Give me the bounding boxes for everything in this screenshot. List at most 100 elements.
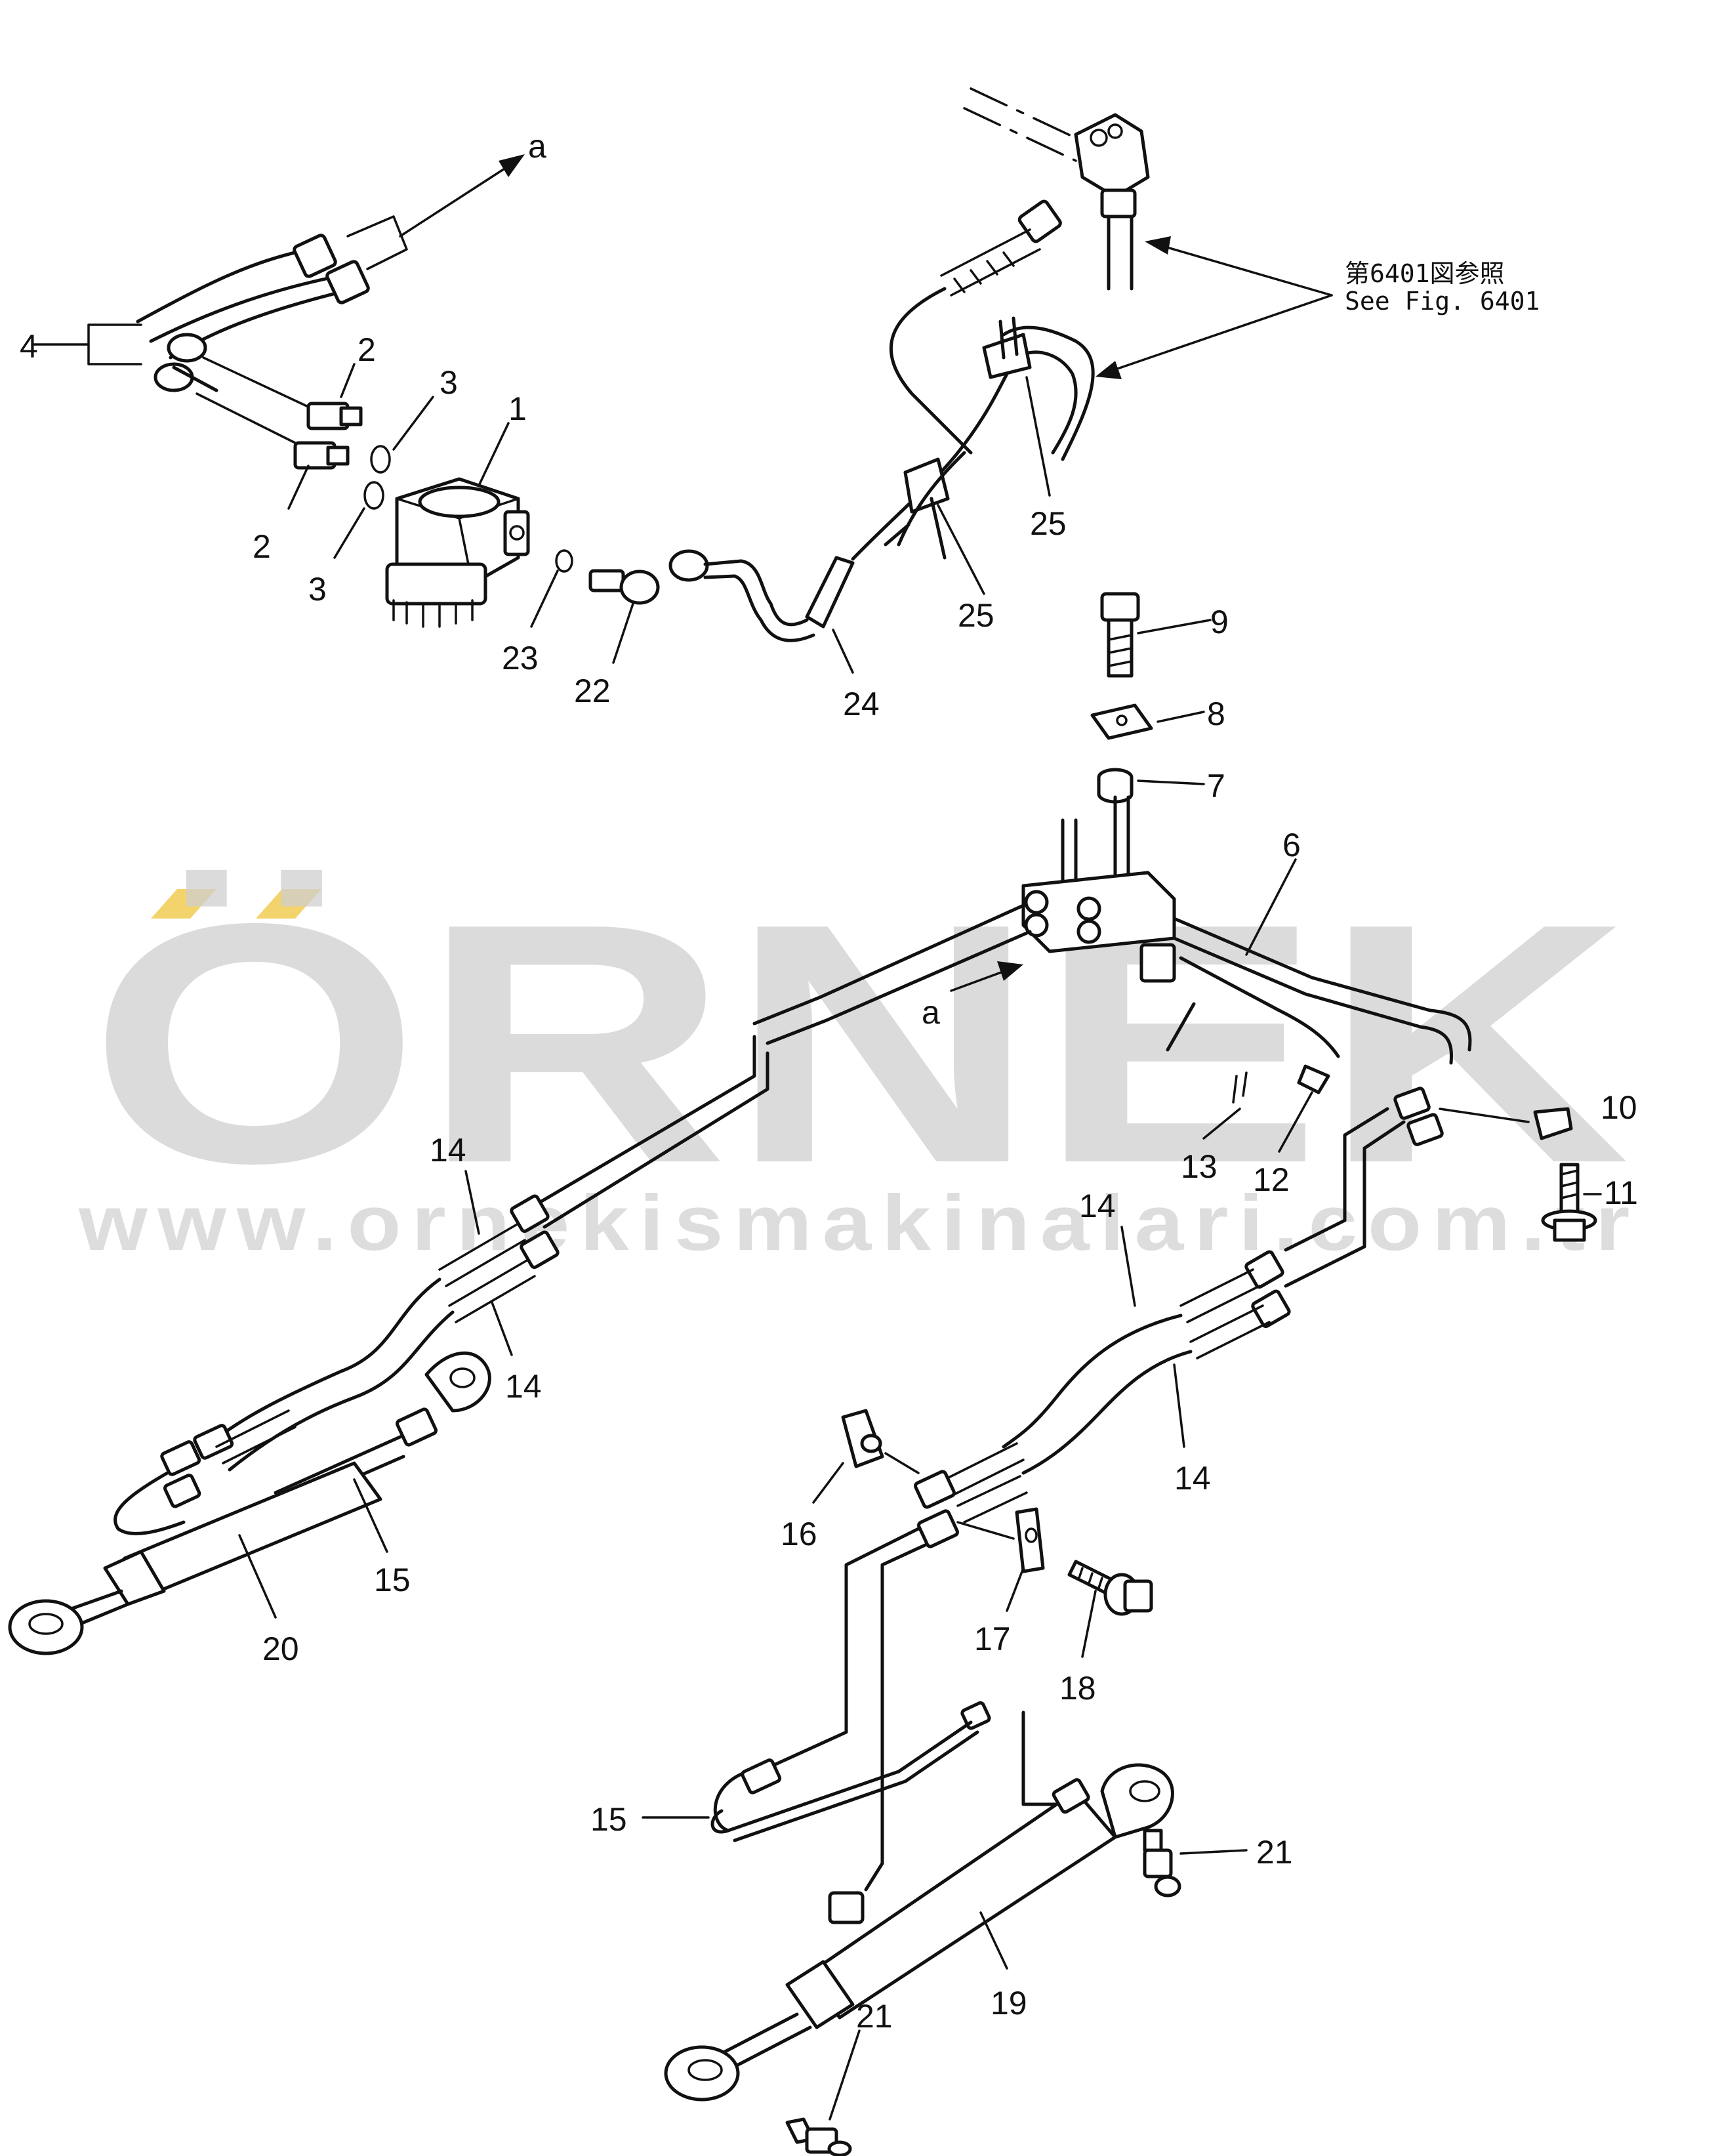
leader-12 xyxy=(1278,1091,1313,1153)
link-line-lower xyxy=(195,392,303,447)
tube-24-nut xyxy=(668,549,709,582)
leader-14b xyxy=(491,1301,513,1356)
hose-14-right-sleeve-c xyxy=(943,1442,1025,1497)
hose-14-right-sleeve-b xyxy=(1189,1304,1271,1359)
reference-note-en: See Fig. 6401 xyxy=(1345,287,1540,316)
elbow-22-nut xyxy=(588,569,625,592)
pipe-descend-outer xyxy=(772,1527,920,1767)
valve-block-pipe xyxy=(1107,215,1134,291)
cylinder-19-eye-lower xyxy=(664,2045,740,2102)
cylinder-19-port xyxy=(828,1891,865,1924)
hose-14-right-fitting-c xyxy=(914,1470,956,1509)
label-13: 13 xyxy=(1181,1148,1218,1185)
clamp-17-link xyxy=(956,1521,1015,1540)
cylinder-20-fitting-c xyxy=(163,1474,201,1508)
bolt-18 xyxy=(1067,1560,1153,1616)
hose-14-sleeve-a xyxy=(438,1222,526,1287)
pipe-block-6 xyxy=(529,795,1573,1288)
leader-15a xyxy=(353,1478,388,1553)
hose-fitting-top-a xyxy=(293,234,337,278)
label-21a: 21 xyxy=(1256,1834,1293,1871)
label-14c: 14 xyxy=(1079,1188,1116,1224)
leader-7 xyxy=(1137,779,1205,785)
leader-2b xyxy=(287,465,310,510)
block-port-a xyxy=(1024,890,1049,915)
label-18: 18 xyxy=(1059,1670,1096,1707)
label-2a: 2 xyxy=(358,331,376,368)
leader-24 xyxy=(832,629,854,674)
leader-21a xyxy=(1179,1849,1248,1855)
fitting-10-b xyxy=(1406,1113,1444,1146)
label-17: 17 xyxy=(974,1621,1011,1657)
frame-line-a xyxy=(970,87,1084,142)
hose-fitting-top-b xyxy=(325,260,370,304)
watermark-brand: ÖRNEK xyxy=(89,853,1630,1234)
elbow-22-head xyxy=(619,570,660,605)
o-ring-23 xyxy=(555,549,573,573)
bolt-11-thread xyxy=(1560,1169,1579,1199)
bolt-9-thread xyxy=(1107,634,1133,667)
grease-nipple-21-lower xyxy=(785,2117,852,2156)
hose-15-right-connector xyxy=(1021,1710,1058,1806)
hose-14-right-fitting-lower xyxy=(1251,1289,1291,1328)
fittings-2-3 xyxy=(293,402,391,510)
leader-20 xyxy=(238,1534,277,1619)
block-port-c xyxy=(1076,896,1101,921)
label-3b: 3 xyxy=(308,571,327,608)
leader-2a xyxy=(340,363,356,398)
grease-nipple-21-upper-stem xyxy=(1143,1829,1163,1852)
arrow-a-top-line xyxy=(399,163,513,238)
tube-24-upper xyxy=(703,559,809,627)
leader-6 xyxy=(1245,858,1297,956)
label-3a: 3 xyxy=(440,364,458,401)
cylinder-20-fitting-b xyxy=(193,1424,234,1460)
leader-10-line xyxy=(1439,1108,1530,1123)
label-11: 11 xyxy=(1604,1174,1638,1211)
clamp-25-upper xyxy=(982,333,1032,379)
hose-15-loop xyxy=(113,1458,192,1535)
fitting-2-upper-tip xyxy=(339,406,363,426)
cylinder-20-eye-upper xyxy=(424,1351,491,1413)
leader-9 xyxy=(1137,619,1212,634)
hose-15-fitting xyxy=(396,1407,438,1447)
grease-nipple-21-upper-body xyxy=(1143,1848,1173,1878)
hose-upper-b xyxy=(149,274,343,343)
hose-fitting-upper xyxy=(1017,199,1062,243)
hose-14-left-b xyxy=(228,1310,455,1472)
hose-15-right-loop xyxy=(713,1770,750,1833)
label-a-top: a xyxy=(528,128,546,165)
label-19: 19 xyxy=(991,1985,1027,2021)
bolt-9-head xyxy=(1100,592,1140,622)
label-20: 20 xyxy=(262,1630,299,1667)
pipe-left-descend xyxy=(529,1035,769,1229)
cylinder-20-eye-lower-hole xyxy=(28,1613,64,1635)
label-15b: 15 xyxy=(590,1801,627,1838)
block-port-b xyxy=(1024,913,1049,938)
reference-note: 第6401図参照 See Fig. 6401 xyxy=(1345,259,1540,316)
hose-14-sleeve-b xyxy=(448,1258,536,1323)
leader-3a xyxy=(392,396,434,451)
return-hose-outer xyxy=(1002,325,1095,461)
hose-14-left-a xyxy=(208,1277,441,1445)
hose-upper-a xyxy=(136,247,310,323)
hose-group-4 xyxy=(31,154,525,447)
cylinder-19-head xyxy=(785,1960,855,2029)
label-10: 10 xyxy=(1601,1089,1637,1126)
pipe-left-upper xyxy=(752,903,1025,1026)
hose-tag xyxy=(346,215,408,270)
hose-14-right-a xyxy=(1002,1314,1183,1449)
valve-block-port xyxy=(1100,188,1137,218)
leader-25b xyxy=(937,504,985,595)
bolt-9 xyxy=(1100,592,1140,678)
leader-8 xyxy=(1157,711,1205,723)
hose-lower-stub xyxy=(172,365,218,392)
leader-1 xyxy=(478,422,510,487)
steering-valve-1 xyxy=(385,477,530,628)
bolt-11-head xyxy=(1553,1218,1586,1242)
part-13-lines xyxy=(1232,1071,1248,1104)
hose-15-right-b xyxy=(733,1730,979,1842)
pipe-right-descend-b xyxy=(1284,1107,1389,1252)
label-8: 8 xyxy=(1207,695,1225,732)
cylinder-20-eye-upper-hole xyxy=(449,1367,476,1388)
hose-14-right-b xyxy=(1021,1350,1193,1475)
